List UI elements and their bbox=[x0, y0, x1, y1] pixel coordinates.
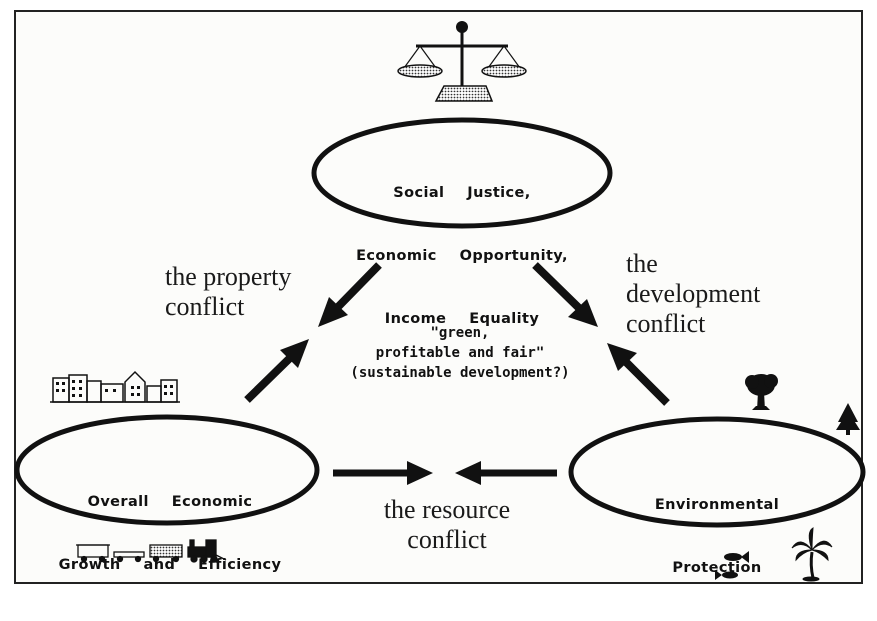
property-conflict-line1: the property bbox=[165, 262, 292, 291]
development-conflict-line1: the bbox=[626, 249, 658, 278]
income-equality-line: Income Equality bbox=[384, 311, 540, 327]
growth-efficiency-line: Growth and Efficiency bbox=[58, 557, 282, 573]
profitable-fair-line: profitable and fair" bbox=[375, 345, 545, 361]
environmental-protection-label: Environmental Protection bbox=[572, 453, 862, 621]
economic-growth-ellipse bbox=[14, 414, 320, 526]
sustainable-development-label: "green, profitable and fair" (sustainabl… bbox=[310, 323, 610, 383]
environmental-protection-ellipse bbox=[568, 416, 866, 528]
development-conflict-label: the development conflict bbox=[626, 249, 760, 339]
environmental-line: Environmental bbox=[654, 497, 780, 513]
resource-conflict-line1: the resource bbox=[383, 495, 511, 524]
arrow-economic-to-resource bbox=[333, 461, 433, 485]
arrow-social-to-center-left bbox=[318, 262, 382, 327]
diagram-canvas: Social Justice, Economic Opportunity, In… bbox=[14, 10, 866, 584]
social-justice-ellipse bbox=[311, 117, 613, 229]
overall-economic-line: Overall Economic bbox=[87, 494, 253, 510]
arrow-environment-to-resource bbox=[455, 461, 557, 485]
arrow-social-to-center-right bbox=[532, 262, 598, 327]
train-icon bbox=[76, 539, 227, 563]
tree-icon bbox=[745, 374, 778, 410]
economic-opportunity-line: Economic Opportunity, bbox=[356, 248, 568, 264]
property-conflict-line2: conflict bbox=[165, 292, 245, 321]
scales-of-justice-icon bbox=[397, 21, 527, 102]
development-conflict-line3: conflict bbox=[626, 309, 706, 338]
diagram-frame bbox=[14, 10, 863, 584]
pine-tree-icon bbox=[836, 403, 860, 435]
protection-line: Protection bbox=[672, 560, 762, 576]
arrow-environment-to-center bbox=[607, 343, 670, 406]
social-justice-line: Social Justice, bbox=[393, 185, 531, 201]
diagram-graphics bbox=[14, 21, 866, 582]
fish-icon bbox=[715, 551, 749, 580]
arrow-economic-to-center bbox=[244, 339, 309, 403]
palm-tree-icon bbox=[791, 527, 833, 582]
sustainable-development-line: (sustainable development?) bbox=[350, 365, 570, 381]
property-conflict-label: the property conflict bbox=[165, 262, 291, 322]
economic-growth-label: Overall Economic Growth and Efficiency bbox=[25, 450, 315, 618]
development-conflict-line2: development bbox=[626, 279, 761, 308]
resource-conflict-line2: conflict bbox=[407, 525, 487, 554]
city-buildings-icon bbox=[50, 370, 180, 403]
resource-conflict-label: the resource conflict bbox=[340, 495, 554, 555]
green-line: "green, bbox=[430, 325, 490, 341]
city-windows-icon bbox=[56, 380, 173, 397]
social-justice-label: Social Justice, Economic Opportunity, In… bbox=[312, 141, 612, 372]
